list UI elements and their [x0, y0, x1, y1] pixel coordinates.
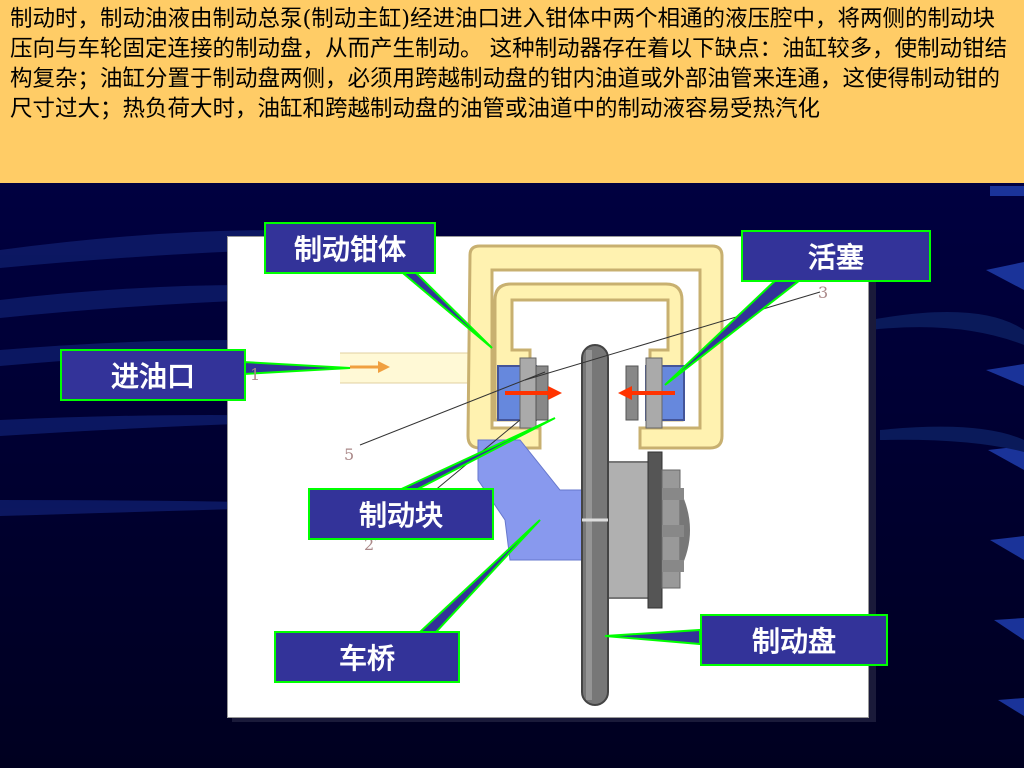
- label-inlet: 进油口: [60, 349, 246, 401]
- axle-bracket: [477, 439, 586, 561]
- right-push-arrow: [618, 386, 675, 400]
- label-brake-disc: 制动盘: [700, 614, 888, 666]
- label-brake-pad: 制动块: [308, 488, 494, 540]
- caliper-body: [466, 244, 724, 450]
- description-text: 制动时，制动油液由制动总泵(制动主缸)经进油口进入钳体中两个相通的液压腔中，将两…: [0, 0, 1024, 183]
- brake-disc: [581, 344, 609, 706]
- pointer-disc: [604, 628, 701, 646]
- left-push-arrow: [505, 386, 562, 400]
- part-number-3: 3: [818, 283, 829, 302]
- label-piston: 活塞: [741, 230, 931, 282]
- part-number-1: 1: [250, 365, 261, 384]
- pointer-piston: [664, 274, 803, 386]
- part-number-5: 5: [344, 445, 355, 464]
- label-caliper: 制动钳体: [264, 222, 436, 274]
- part-number-2: 2: [364, 535, 375, 554]
- label-axle: 车桥: [274, 631, 460, 683]
